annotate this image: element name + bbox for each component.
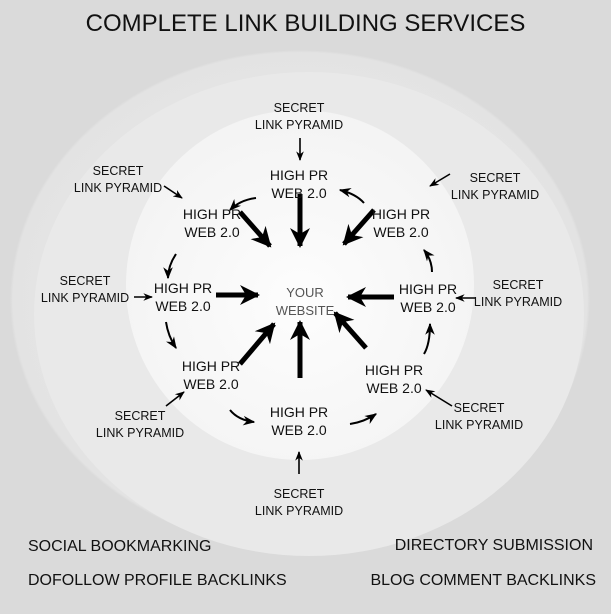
web20-line1: HIGH PR xyxy=(371,206,431,222)
pyramid-line2: LINK PYRAMID xyxy=(434,418,524,432)
web20-line1: HIGH PR xyxy=(269,167,329,183)
web20-node-right: HIGH PR WEB 2.0 xyxy=(399,280,457,316)
arrow-topleft-to-center xyxy=(238,210,272,248)
curve-right-to-topright xyxy=(423,249,435,273)
arrow-bottomleft-to-center xyxy=(238,322,276,366)
web20-line2: WEB 2.0 xyxy=(271,422,327,438)
web20-line1: HIGH PR xyxy=(398,281,458,297)
pyramid-node-bottom: SECRET LINK PYRAMID xyxy=(255,486,343,520)
curve-top-to-topleft xyxy=(229,197,257,211)
pyramid-line2: LINK PYRAMID xyxy=(40,291,130,305)
footer-blog-comment-backlinks: BLOG COMMENT BACKLINKS xyxy=(370,572,596,589)
curve-bottom-to-bottomright xyxy=(349,413,377,425)
pyramid-node-top-right: SECRET LINK PYRAMID xyxy=(451,170,539,204)
arrow-bottomright-to-center xyxy=(333,311,368,350)
web20-line2: WEB 2.0 xyxy=(366,380,422,396)
pyramid-node-bottom-right: SECRET LINK PYRAMID xyxy=(435,400,523,434)
footer-dofollow-profile-backlinks: DOFOLLOW PROFILE BACKLINKS xyxy=(28,572,287,589)
arrow-topright-to-center xyxy=(342,208,376,246)
background-inner-circle xyxy=(126,110,474,460)
curve-bottomleft-to-bottom xyxy=(229,409,256,426)
pyramid-line2: LINK PYRAMID xyxy=(473,295,563,309)
curve-topleft-to-left xyxy=(163,253,177,280)
web20-line2: WEB 2.0 xyxy=(155,298,211,314)
web20-line2: WEB 2.0 xyxy=(184,224,240,240)
arrow-pyramid-topright xyxy=(429,173,451,187)
pyramid-node-right: SECRET LINK PYRAMID xyxy=(474,277,562,311)
pyramid-node-left: SECRET LINK PYRAMID xyxy=(41,273,129,307)
curve-left-to-bottomleft xyxy=(165,321,177,349)
curve-bottomright-to-right xyxy=(423,322,435,355)
page-title: COMPLETE LINK BUILDING SERVICES xyxy=(85,10,526,37)
web20-line1: HIGH PR xyxy=(364,362,424,378)
web20-node-left: HIGH PR WEB 2.0 xyxy=(154,279,212,315)
web20-node-bottom-right: HIGH PR WEB 2.0 xyxy=(365,361,423,397)
pyramid-line2: LINK PYRAMID xyxy=(73,181,163,195)
pyramid-line1: SECRET xyxy=(59,274,111,288)
pyramid-line2: LINK PYRAMID xyxy=(450,188,540,202)
pyramid-node-top: SECRET LINK PYRAMID xyxy=(255,100,343,134)
pyramid-node-bottom-left: SECRET LINK PYRAMID xyxy=(96,408,184,442)
pyramid-line1: SECRET xyxy=(453,401,505,415)
web20-node-bottom-left: HIGH PR WEB 2.0 xyxy=(182,357,240,393)
web20-node-top-right: HIGH PR WEB 2.0 xyxy=(372,205,430,241)
pyramid-line1: SECRET xyxy=(273,101,325,115)
web20-line1: HIGH PR xyxy=(153,280,213,296)
web20-line2: WEB 2.0 xyxy=(271,185,327,201)
pyramid-line2: LINK PYRAMID xyxy=(254,118,344,132)
arrow-pyramid-bottomleft xyxy=(165,391,185,407)
footer-social-bookmarking: SOCIAL BOOKMARKING xyxy=(28,538,212,555)
pyramid-line1: SECRET xyxy=(114,409,166,423)
web20-line2: WEB 2.0 xyxy=(373,224,429,240)
pyramid-line1: SECRET xyxy=(273,487,325,501)
web20-node-top-left: HIGH PR WEB 2.0 xyxy=(183,205,241,241)
pyramid-line2: LINK PYRAMID xyxy=(254,504,344,518)
center-line1: YOUR xyxy=(286,285,324,300)
center-line2: WEBSITE xyxy=(275,303,335,318)
your-website-node: YOUR WEBSITE xyxy=(276,284,335,320)
pyramid-line2: LINK PYRAMID xyxy=(95,426,185,440)
pyramid-line1: SECRET xyxy=(492,278,544,292)
arrow-pyramid-bottomright xyxy=(425,389,453,407)
pyramid-line1: SECRET xyxy=(469,171,521,185)
web20-node-bottom: HIGH PR WEB 2.0 xyxy=(270,403,328,439)
pyramid-line1: SECRET xyxy=(92,164,144,178)
web20-line1: HIGH PR xyxy=(269,404,329,420)
curve-topright-to-top xyxy=(338,187,365,204)
web20-node-top: HIGH PR WEB 2.0 xyxy=(270,166,328,202)
web20-line1: HIGH PR xyxy=(181,358,241,374)
web20-line1: HIGH PR xyxy=(182,206,242,222)
arrow-pyramid-topleft xyxy=(163,185,183,199)
pyramid-node-top-left: SECRET LINK PYRAMID xyxy=(74,163,162,197)
web20-line2: WEB 2.0 xyxy=(400,299,456,315)
footer-directory-submission: DIRECTORY SUBMISSION xyxy=(394,537,593,554)
web20-line2: WEB 2.0 xyxy=(183,376,239,392)
